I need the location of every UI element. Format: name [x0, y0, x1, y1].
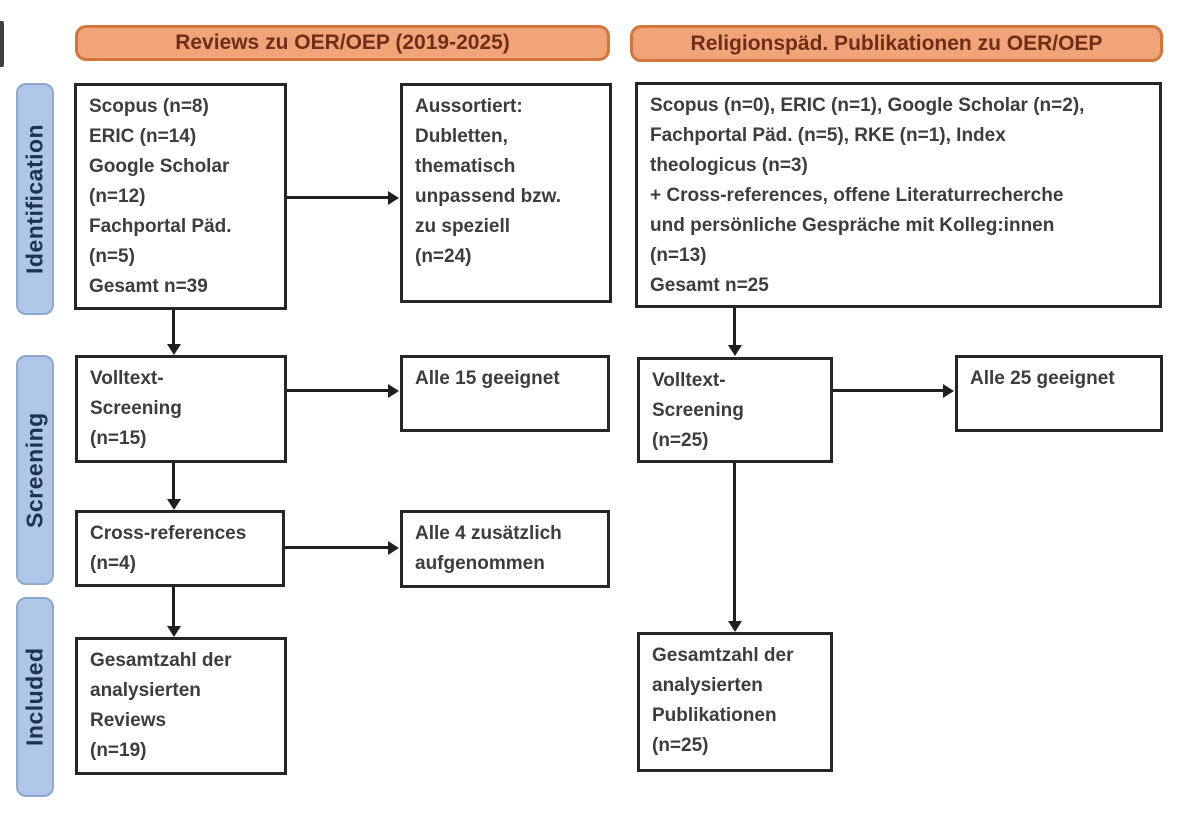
arrow-reviews-crossref-to-total: [172, 587, 175, 627]
box-publications-identification-sources: Scopus (n=0), ERIC (n=1), Google Scholar…: [635, 82, 1162, 308]
arrow-reviews-sources-to-excluded: [287, 196, 389, 199]
stage-label-included: Included: [16, 597, 54, 797]
arrow-reviews-fulltext-to-eligible: [287, 389, 389, 392]
box-reviews-total-analyzed: Gesamtzahl der analysierten Reviews (n=1…: [75, 637, 287, 775]
box-publications-fulltext-screening: Volltext- Screening (n=25): [637, 357, 833, 463]
box-reviews-all-eligible: Alle 15 geeignet: [400, 355, 610, 432]
stage-label-identification: Identification: [16, 83, 54, 315]
stage-label-screening: Screening: [16, 355, 54, 585]
arrow-reviews-fulltext-to-crossref: [172, 463, 175, 500]
column-header-reviews: Reviews zu OER/OEP (2019-2025): [75, 25, 610, 61]
arrow-publications-fulltext-to-total: [733, 463, 736, 622]
box-reviews-additionally-included: Alle 4 zusätzlich aufgenommen: [400, 510, 610, 588]
box-reviews-fulltext-screening: Volltext- Screening (n=15): [75, 355, 287, 463]
arrow-reviews-sources-to-fulltext: [172, 310, 175, 345]
box-publications-total-analyzed: Gesamtzahl der analysierten Publikatione…: [637, 632, 833, 772]
arrow-publications-sources-to-fulltext: [733, 308, 736, 346]
arrow-publications-fulltext-to-eligible: [833, 389, 944, 392]
box-reviews-excluded: Aussortiert: Dubletten, thematisch unpas…: [400, 83, 612, 303]
arrow-reviews-crossref-to-added: [285, 546, 389, 549]
box-reviews-identification-sources: Scopus (n=8) ERIC (n=14) Google Scholar …: [74, 83, 287, 310]
box-reviews-cross-references: Cross-references (n=4): [75, 510, 285, 587]
edge-artifact: [0, 21, 4, 67]
box-publications-all-eligible: Alle 25 geeignet: [955, 355, 1163, 432]
column-header-religionspaed: Religionspäd. Publikationen zu OER/OEP: [630, 25, 1163, 62]
